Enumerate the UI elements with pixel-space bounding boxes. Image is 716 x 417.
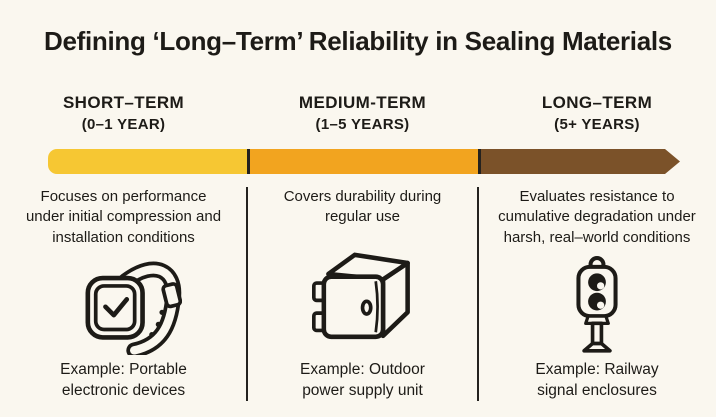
timeline-segment-long-arrow [478, 149, 680, 174]
timeline-segment-medium [247, 149, 478, 174]
short-term-example: Example: Portable electronic devices [60, 361, 187, 399]
column-divider-1 [246, 187, 248, 401]
header-medium-term-label: MEDIUM-TERM [298, 93, 427, 112]
header-long-term: LONG–TERM (5+ YEARS) [478, 93, 716, 133]
short-term-description: Focuses on performance under initial com… [25, 188, 222, 246]
header-long-term-range: (5+ YEARS) [554, 116, 640, 133]
long-term-example: Example: Railway signal enclosures [535, 361, 659, 399]
medium-term-example: Example: Outdoor power supply unit [300, 361, 425, 399]
header-long-term-label: LONG–TERM [541, 93, 653, 112]
long-term-description: Evaluates resistance to cumulative degra… [498, 188, 696, 246]
columns-content: Focuses on performance under initial com… [0, 185, 716, 413]
header-short-term-range: (0–1 YEAR) [81, 116, 166, 133]
column-headers: SHORT–TERM (0–1 YEAR) MEDIUM-TERM (1–5 Y… [0, 93, 716, 133]
timeline-bar [48, 149, 680, 174]
railway-signal-icon [556, 254, 638, 354]
header-medium-term-range: (1–5 YEARS) [315, 116, 410, 133]
outdoor-power-box-icon [303, 243, 423, 345]
column-medium-term: Covers durability during regular use [247, 185, 478, 413]
timeline-segment-short [48, 149, 247, 174]
header-medium-term: MEDIUM-TERM (1–5 YEARS) [247, 93, 478, 133]
column-long-term: Evaluates resistance to cumulative degra… [478, 185, 716, 413]
header-short-term: SHORT–TERM (0–1 YEAR) [0, 93, 247, 133]
smartwatch-icon [66, 253, 182, 356]
medium-term-description: Covers durability during regular use [283, 188, 442, 226]
page-title: Defining ‘Long–Term’ Reliability in Seal… [44, 26, 672, 56]
header-short-term-label: SHORT–TERM [62, 93, 185, 112]
column-short-term: Focuses on performance under initial com… [0, 185, 247, 413]
column-divider-2 [477, 187, 479, 401]
